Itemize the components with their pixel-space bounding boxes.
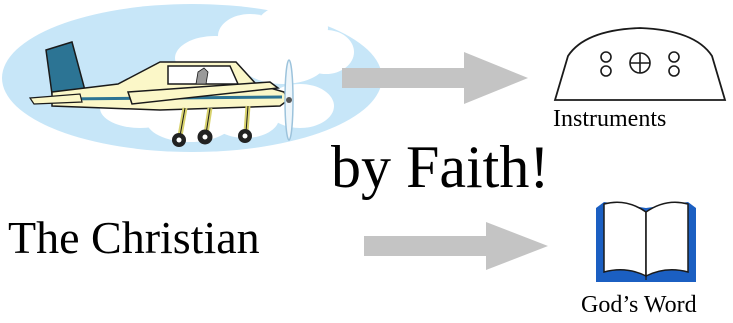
gods-word-label: God’s Word [581,293,697,317]
faith-heading: by Faith! [331,137,549,197]
open-book-icon [596,202,696,282]
instrument-panel-icon [555,28,725,100]
arrow-right-icon [364,222,548,270]
christian-label: The Christian [8,215,260,261]
instruments-label: Instruments [553,107,666,131]
